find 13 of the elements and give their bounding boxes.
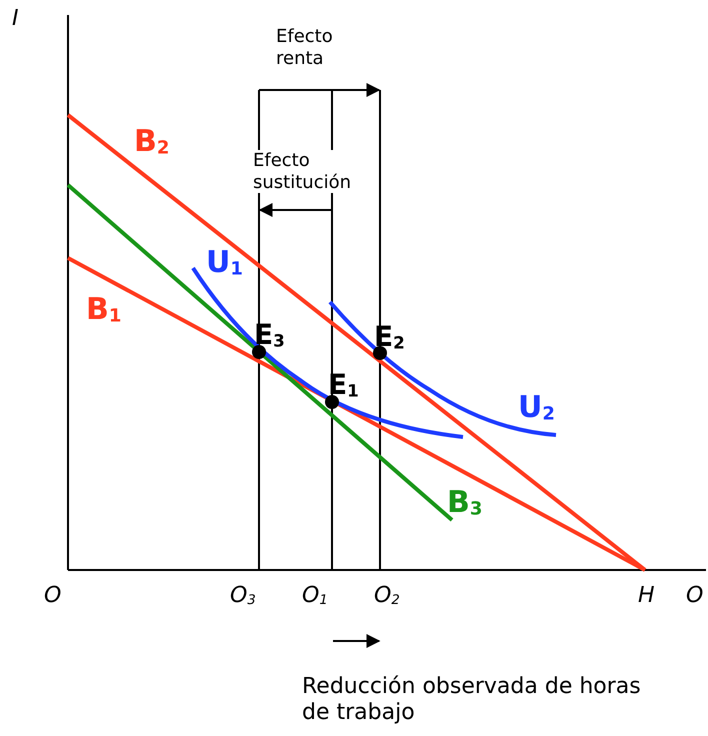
curve-label: B$_{1}$ xyxy=(86,292,122,328)
axis-label: I xyxy=(12,6,18,32)
tick-label: O$_{3}$ xyxy=(230,583,256,610)
curve-label: U$_{2}$ xyxy=(518,390,555,426)
tick-label: O$_{2}$ xyxy=(374,583,400,610)
axis-label: O xyxy=(44,583,62,610)
caption-note: Reducción observada de horas de trabajo xyxy=(302,674,642,727)
tick-label: H xyxy=(638,583,655,610)
curve-label: B$_{2}$ xyxy=(134,124,170,160)
axis-label: O xyxy=(686,583,704,610)
curve-label: B$_{3}$ xyxy=(447,485,482,521)
tick-label: O$_{1}$ xyxy=(302,583,328,610)
curve-label: U$_{1}$ xyxy=(206,245,243,281)
